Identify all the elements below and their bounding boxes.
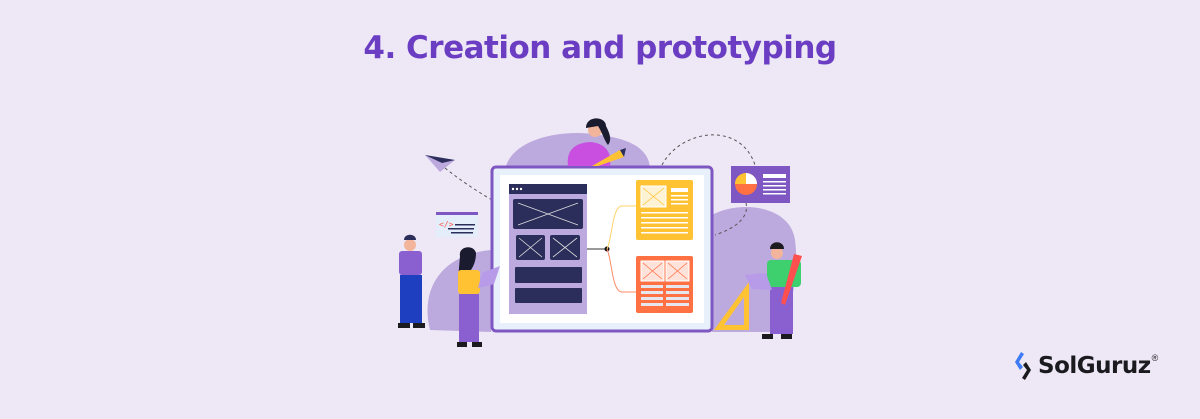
person-right-with-pencil [745,242,802,339]
yellow-layout-card [636,180,693,240]
solguruz-logo-icon [1015,352,1031,380]
registered-mark: ® [1151,353,1159,363]
person-top-with-pencil [567,118,626,166]
dashed-path-right [714,202,747,236]
set-square-ruler [714,282,749,330]
svg-text:</>: </> [439,220,454,229]
pie-chart-card [731,166,790,203]
code-card: </> [436,212,478,237]
person-holding-tablet [457,247,500,347]
brand-name: SolGuruz [1038,353,1151,379]
page-title: 4. Creation and prototyping [363,30,837,66]
dashed-path-plane [444,167,493,201]
paper-plane-icon [425,155,455,172]
solguruz-logo: SolGuruz ® [1012,350,1158,382]
wireframe-panel [509,184,587,314]
prototype-board [490,165,714,333]
person-left-standing [398,234,425,328]
dashed-path-chart [661,134,756,166]
orange-layout-card [636,256,693,313]
